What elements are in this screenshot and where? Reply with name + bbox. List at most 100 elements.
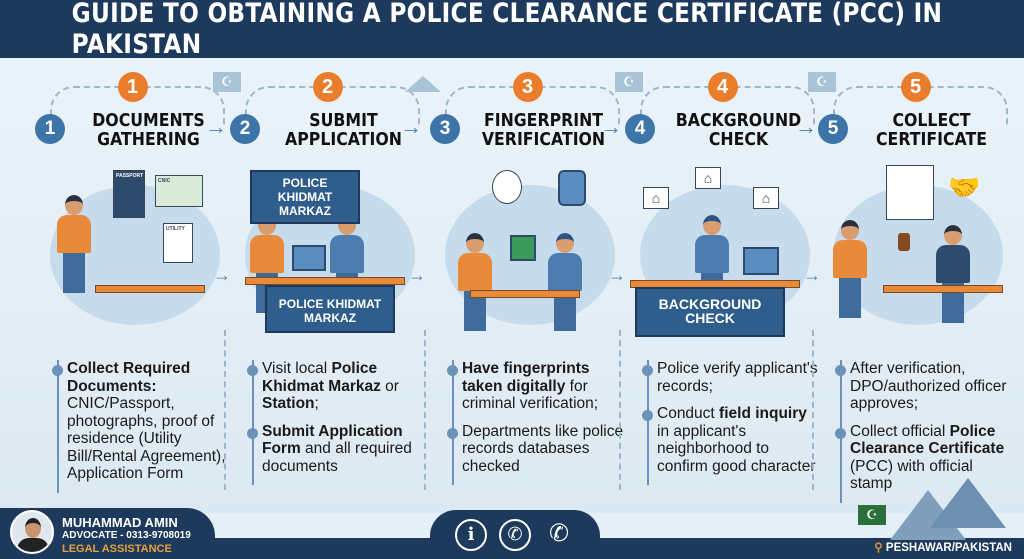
phone-chat-icon[interactable]: ✆ xyxy=(548,518,570,547)
text: in applicant's neighborhood to confirm g… xyxy=(657,422,816,475)
text: After verification, DPO/authorized offic… xyxy=(850,360,1007,412)
profile-tag: LEGAL ASSISTANCE xyxy=(62,543,172,555)
database-icon xyxy=(558,170,586,206)
fingerprint-scanner xyxy=(510,235,536,261)
profile-role: ADVOCATE - 0313-9708019 xyxy=(62,530,191,541)
computer-monitor xyxy=(743,247,779,275)
pakistan-flag-icon: ☪ xyxy=(808,72,836,92)
step-title: COLLECT CERTIFICATE xyxy=(875,111,987,150)
text: Visit local xyxy=(262,360,332,377)
step-number-badge: 3 xyxy=(512,72,543,102)
house-icon: ⌂ xyxy=(753,187,779,209)
step-illustration: 🤝 xyxy=(818,165,1013,345)
pakistan-flag-icon: ☪ xyxy=(615,72,643,92)
bullet-item: Visit local Police Khidmat Markaz or Sta… xyxy=(247,360,425,413)
step-illustration: ⌂⌂⌂BACKGROUND CHECK xyxy=(625,165,820,345)
applicant-figure xyxy=(833,220,867,318)
step-title: BACKGROUND CHECK xyxy=(675,111,802,150)
bullet-item: Collect Required Documents: CNIC/Passpor… xyxy=(52,360,230,483)
head xyxy=(65,195,83,215)
header: GUIDE TO OBTAINING A POLICE CLEARANCE CE… xyxy=(0,0,1024,60)
head xyxy=(466,233,484,253)
head xyxy=(703,215,721,235)
mountain-icon xyxy=(405,76,441,92)
pakistan-flag-icon: ☪ xyxy=(213,72,241,92)
computer-monitor xyxy=(292,245,326,271)
body xyxy=(57,215,91,253)
suit-figure xyxy=(936,225,970,323)
text: ; xyxy=(314,395,319,412)
profile-name: MUHAMMAD AMIN xyxy=(62,515,178,530)
handshake-icon: 🤝 xyxy=(948,173,981,203)
contact-icons: i ✆ ✆ xyxy=(430,510,600,559)
mountain-icon xyxy=(930,478,1006,528)
info-icon[interactable]: i xyxy=(455,518,487,551)
step-number-circle: 2 xyxy=(230,114,260,144)
text: and all required documents xyxy=(262,440,412,475)
column-divider xyxy=(619,330,621,490)
legs xyxy=(63,253,85,293)
bold-text: Police Khidmat Markaz xyxy=(262,360,381,395)
text: Conduct xyxy=(657,405,720,422)
location: ⚲ PESHAWAR/PAKISTAN xyxy=(874,540,1012,554)
body xyxy=(330,235,364,273)
arrow-right-icon: → xyxy=(795,114,817,139)
body xyxy=(458,253,492,291)
document-passport: PASSPORT xyxy=(113,170,145,218)
location-text: PESHAWAR/PAKISTAN xyxy=(885,542,1012,554)
text: Departments like police records database… xyxy=(462,422,624,475)
step-number-circle: 4 xyxy=(625,114,655,144)
step-number-circle: 1 xyxy=(35,114,65,144)
house-icon: ⌂ xyxy=(643,187,669,209)
bullet-item: Police verify applicant's records; xyxy=(642,360,820,395)
step-bullets: After verification, DPO/authorized offic… xyxy=(835,360,1013,503)
head xyxy=(556,233,574,253)
text: CNIC/Passport, photographs, proof of res… xyxy=(67,395,226,482)
bold-text: Collect Required Documents: xyxy=(67,360,191,395)
step-bullets: Have fingerprints taken digitally for cr… xyxy=(447,360,625,485)
desk xyxy=(883,285,1003,293)
step-number-badge: 1 xyxy=(117,72,148,102)
step-bullets: Visit local Police Khidmat Markaz or Sta… xyxy=(247,360,425,485)
head xyxy=(841,220,859,240)
text: or xyxy=(380,377,399,395)
desk xyxy=(470,290,580,298)
bold-text: field inquiry xyxy=(719,405,807,422)
bullet-item: Conduct field inquiry in applicant's nei… xyxy=(642,405,820,475)
legs xyxy=(839,278,861,318)
step-title: DOCUMENTS GATHERING xyxy=(92,111,205,150)
step-number-badge: 4 xyxy=(707,72,738,102)
whatsapp-icon[interactable]: ✆ xyxy=(499,518,531,551)
fingerprint-icon xyxy=(492,170,522,204)
desk-sign: POLICE KHIDMAT MARKAZ xyxy=(265,285,395,333)
legs xyxy=(464,291,486,331)
legs xyxy=(942,283,964,323)
step-illustration xyxy=(430,165,625,345)
text: for criminal verification; xyxy=(462,377,599,413)
bold-text: Submit Application Form xyxy=(262,422,403,458)
arrow-right-icon: → xyxy=(400,114,422,139)
bold-text: Have fingerprints taken digitally xyxy=(462,360,590,395)
bold-text: Police Clearance Certificate xyxy=(850,422,1005,458)
desk xyxy=(245,277,405,285)
column-divider xyxy=(224,330,226,490)
step-number-badge: 5 xyxy=(900,72,931,102)
step-bullets: Collect Required Documents: CNIC/Passpor… xyxy=(52,360,230,493)
applicant-figure xyxy=(458,233,492,331)
cop-figure xyxy=(548,233,582,331)
desk xyxy=(95,285,205,293)
avatar xyxy=(10,510,54,554)
document-cnic: CNIC xyxy=(155,175,203,207)
column-divider xyxy=(424,330,426,490)
applicant-figure xyxy=(57,195,91,293)
text: Police verify applicant's records; xyxy=(657,360,818,395)
step-number-badge: 2 xyxy=(312,72,343,102)
head xyxy=(944,225,962,245)
bullet-item: Departments like police records database… xyxy=(447,422,625,476)
page-title: GUIDE TO OBTAINING A POLICE CLEARANCE CE… xyxy=(71,0,943,60)
